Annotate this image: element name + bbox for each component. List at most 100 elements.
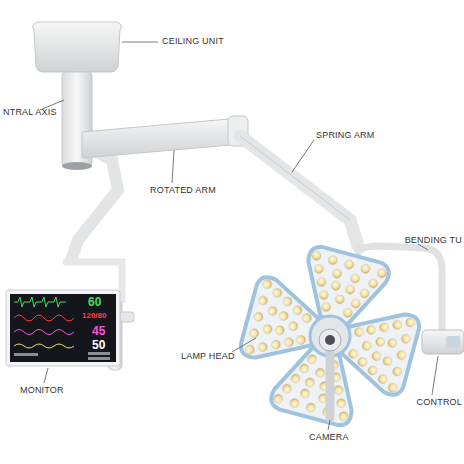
rotated-arm [82,118,242,158]
led [350,298,361,309]
led [378,322,389,333]
led [270,339,281,350]
led [330,280,341,291]
led [306,354,317,365]
led [359,288,370,299]
camera-handle [326,340,335,418]
led [262,323,273,334]
part-label: ROTATED ARM [150,186,216,195]
petal-shell [238,275,325,372]
led [289,397,300,408]
led [278,310,289,321]
led [313,263,324,274]
led [299,363,310,374]
led [311,250,322,261]
led [316,276,327,287]
led [315,367,326,378]
led [305,402,316,413]
led [338,411,349,422]
pressure-wave [14,315,74,321]
led [405,317,416,328]
part-label: LAMP HEAD [181,352,235,361]
led [282,296,293,307]
part-label: MONITOR [20,386,64,395]
control-panel [446,336,460,348]
led [400,333,411,344]
led [292,305,303,316]
led [391,366,402,377]
vital-value: 120/80 [82,312,106,320]
led [327,255,338,266]
led [244,344,255,355]
led [334,294,345,305]
led [387,337,398,348]
screen-text-bar [14,353,38,356]
led [371,350,382,361]
petal-shell [269,341,366,428]
led [396,350,407,361]
spring-arm-edge [240,136,350,220]
part-label: CONTROL [417,398,462,407]
led [301,312,312,323]
led [365,324,376,335]
lamp-petal [238,275,325,372]
ceiling-unit [33,22,122,72]
led [361,340,372,351]
control-box [422,330,464,354]
part-label: NTRAL AXIS [3,108,57,117]
part-label: BENDING TU [405,236,462,245]
led [257,295,268,306]
monitor-screen [10,294,116,362]
camera-lens [325,335,335,345]
spo2-wave [14,330,74,335]
led [331,268,342,279]
monitor-bracket [120,312,134,322]
led [344,259,355,270]
led [281,383,292,394]
lamp-head [238,244,421,427]
led [249,328,260,339]
screen-text-bar [88,357,110,360]
led [357,356,368,367]
led [273,393,284,404]
led [368,278,379,289]
spring-arm [240,136,358,246]
led [299,388,310,399]
led [375,336,386,347]
led [283,337,294,348]
resp-wave [14,344,74,348]
part-label: CAMERA [309,433,349,442]
monitor-frame [6,290,120,366]
led [342,307,353,318]
vital-value: 60 [88,296,101,308]
led [344,284,355,295]
lamp-hub [310,316,350,356]
led [262,279,273,290]
led [267,305,278,316]
led [318,289,329,300]
axis-cap [62,162,92,170]
led [272,287,283,298]
led [274,325,285,336]
led [335,398,346,409]
lamp-petal [295,244,392,331]
led [333,384,344,395]
led [253,311,264,322]
led [367,365,378,376]
part-label: SPRING ARM [316,131,375,140]
led [320,301,331,312]
vital-value: 45 [92,325,105,337]
led [353,326,364,337]
camera [319,329,341,351]
lamp-petal [269,341,366,428]
led [387,382,398,393]
part-label: CEILING UNIT [162,37,224,46]
lamp-petal [335,301,422,398]
leader-lines [40,42,438,430]
petal-shell [335,301,422,398]
led [392,319,403,330]
monitor-arm [72,150,118,258]
vital-value: 50 [92,339,105,351]
led [290,373,301,384]
